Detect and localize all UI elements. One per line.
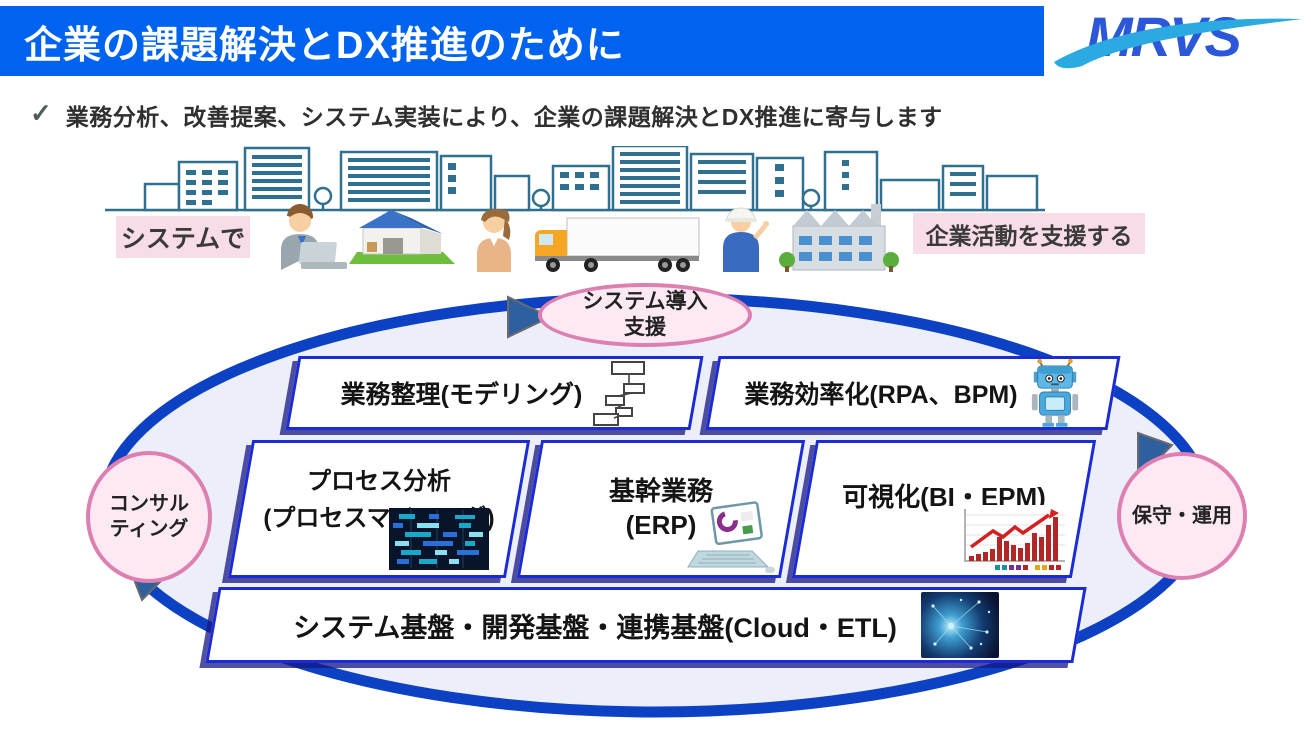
box-bi-epm: 可視化(BI・EPM) [791,440,1097,578]
tree-icon [313,186,821,210]
warehouse-icon [349,210,455,264]
node-left-line1: コンサル [109,493,189,515]
arrow-to-top-node [507,295,553,339]
laptop-chart-icon [687,501,775,573]
box-process-mining: プロセス分析 (プロセスマイニング) [227,440,531,578]
node-top-line1: システム導入 [582,289,708,313]
flowchart-icon [593,361,646,426]
box-erp: 基幹業務 (ERP) [516,440,806,578]
mrvs-logo: MRVS [1054,5,1302,69]
box-platform-cloud-etl: システム基盤・開発基盤・連携基盤(Cloud・ETL) [205,587,1087,663]
node-maintenance-operation: 保守・運用 [1117,452,1247,580]
box-rpa-bpm-label: 業務効率化(RPA、BPM) [744,381,1018,409]
page-title: 企業の課題解決とDX推進のために [24,24,625,67]
construction-worker-icon [723,207,769,272]
node-system-introduction-support: システム導入 支援 [538,283,752,347]
box-rpa-bpm: 業務効率化(RPA、BPM) [705,356,1121,430]
bar-chart-image [957,505,1069,571]
node-top-line2: 支援 [624,316,666,339]
office-woman-icon [477,209,511,272]
node-left-line2: ティング [109,518,189,540]
process-mining-image [389,508,489,570]
checkmark-icon: ✓ [30,98,52,128]
label-support: 企業活動を支援する [913,213,1145,254]
robot-icon [1031,358,1078,427]
cityscape-illustration [105,146,1045,272]
building-windows [186,152,976,205]
intro-line: ✓ 業務分析、改善提案、システム実装により、企業の課題解決とDX推進に寄与します [30,98,990,132]
node-right-label: 保守・運用 [1132,504,1232,527]
label-system: システムで [116,216,250,258]
box-process-mining-line1: プロセス分析 [307,468,451,495]
node-consulting: コンサル ティング [86,451,212,583]
box-business-modeling-label: 業務整理(モデリング) [340,381,583,409]
businessman-icon [281,203,347,270]
truck-icon [535,217,700,272]
intro-text: 業務分析、改善提案、システム実装により、企業の課題解決とDX推進に寄与します [65,104,943,130]
factory-icon [779,204,899,272]
network-image [920,592,999,658]
logo-swoosh [1054,18,1302,69]
box-business-modeling: 業務整理(モデリング) [285,356,704,430]
box-platform-label: システム基盤・開発基盤・連携基盤(Cloud・ETL) [293,612,897,643]
title-bar: 企業の課題解決とDX推進のために [0,6,1044,76]
